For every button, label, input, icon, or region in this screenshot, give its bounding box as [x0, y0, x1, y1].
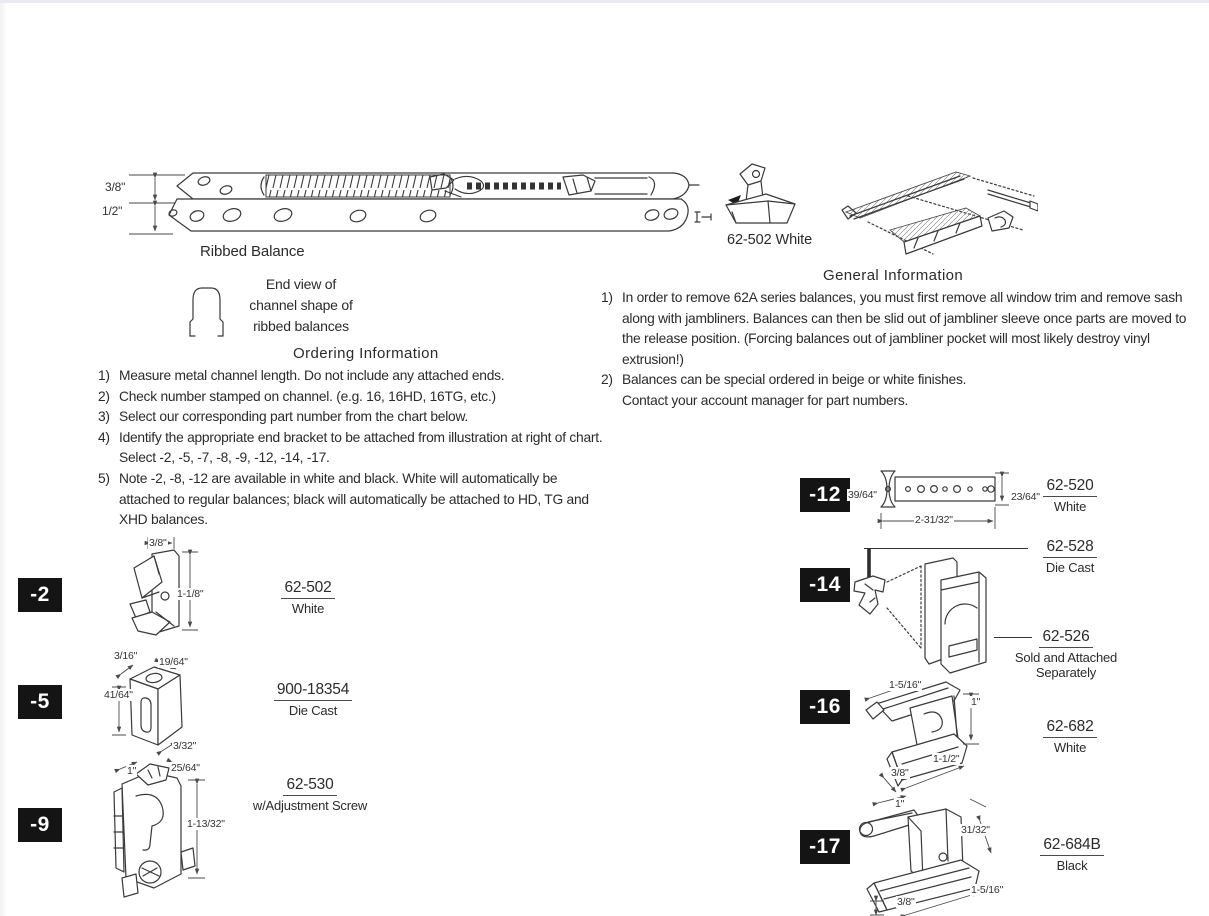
bracket-17-dim-b: 31/32" — [960, 824, 991, 836]
bracket-5-dim-d: 3/32" — [172, 740, 198, 752]
part-number: 900-18354 — [273, 681, 353, 701]
part-number: 62-684B — [1040, 836, 1104, 856]
ordering-item-text: Measure metal channel length. Do not inc… — [119, 368, 505, 383]
ordering-item: 4) Identify the appropriate end bracket … — [98, 428, 610, 469]
part-number: 62-502 — [281, 579, 335, 599]
ordering-item-text: Select our corresponding part number fro… — [119, 409, 469, 425]
bracket-2-dim-width: 3/8" — [148, 537, 168, 549]
part-label-62-682: 62-682 White — [1022, 718, 1118, 755]
bracket-12-drawing — [877, 470, 1009, 529]
bracket-9-dim-c: 1-13/32" — [186, 818, 226, 830]
bracket-12-dim-c: 2-31/32" — [914, 514, 954, 526]
part-label-62-528: 62-528 Die Cast — [1022, 538, 1118, 575]
bracket-17-dim-c: 1-5/16" — [970, 884, 1005, 896]
ordering-item-text: Identify the appropriate end bracket to … — [119, 429, 603, 466]
ordering-item: 5) Note -2, -8, -12 are available in whi… — [98, 469, 610, 531]
bracket-5-dim-b: 19/64" — [158, 656, 189, 668]
bracket-tag-5: -5 — [18, 685, 62, 719]
part-desc: Sold and Attached Separately — [1014, 650, 1118, 680]
bracket-16-drawing — [864, 679, 979, 793]
leader-line-62-528 — [864, 548, 1028, 549]
bracket-9-dim-a: 1" — [126, 765, 138, 777]
general-item-text: In order to remove 62A series balances, … — [622, 290, 1187, 367]
part-desc: Die Cast — [288, 703, 338, 718]
ordering-item-number: 3) — [98, 409, 110, 425]
bracket-tag-14: -14 — [800, 568, 850, 602]
ordering-item-number: 1) — [98, 368, 110, 383]
bracket-9-dim-b: 25/64" — [170, 762, 201, 774]
general-item-text: Balances can be special ordered in beige… — [622, 372, 967, 408]
general-heading: General Information — [823, 267, 964, 284]
end-view-note: End view of channel shape of ribbed bala… — [249, 276, 353, 334]
bracket-tag-12: -12 — [800, 478, 850, 512]
bracket-16-dim-a: 1-5/16" — [888, 679, 923, 691]
part-desc: Die Cast — [1045, 560, 1095, 575]
ordering-item-text: Check number stamped on channel. (e.g. 1… — [119, 388, 496, 404]
part-number: 62-526 — [1039, 628, 1093, 648]
bracket-17-dim-a: 1" — [894, 798, 906, 810]
bracket-tag-17: -17 — [800, 830, 850, 864]
bracket-16-dim-d: 3/8" — [890, 767, 910, 779]
bracket-tag-9: -9 — [18, 808, 62, 842]
bracket-16-dim-b: 1" — [970, 696, 982, 708]
general-item-number: 2) — [601, 372, 613, 388]
ordering-item-number: 2) — [98, 388, 110, 404]
ordering-item-text: Note -2, -8, -12 are available in white … — [119, 470, 589, 528]
part-number: 62-528 — [1043, 538, 1097, 558]
ordering-item-number: 4) — [98, 429, 110, 445]
bracket-12-dim-b: 23/64" — [1010, 491, 1041, 503]
bracket-tag-2: -2 — [18, 578, 62, 612]
ordering-item: 3) Select our corresponding part number … — [98, 407, 610, 428]
bracket-2-drawing — [129, 537, 198, 636]
bracket-9-drawing — [113, 757, 205, 898]
general-list: 1) In order to remove 62A series balance… — [601, 288, 1193, 412]
jambliner-assembly-drawing — [841, 171, 1038, 255]
ribbed-dim-bottom: 1/2" — [101, 204, 124, 218]
bracket-17-drawing — [858, 795, 992, 916]
part-desc: White — [1053, 740, 1087, 755]
part-number: 62-520 — [1043, 477, 1097, 497]
part-label-62-530: 62-530 w/Adjustment Screw — [248, 776, 372, 813]
corner-part-caption: 62-502 White — [727, 232, 813, 248]
bracket-5-drawing — [112, 657, 183, 756]
ordering-item: 2) Check number stamped on channel. (e.g… — [98, 387, 610, 408]
part-number: 62-530 — [283, 776, 337, 796]
general-item: 1) In order to remove 62A series balance… — [601, 288, 1193, 370]
part-desc: Black — [1056, 858, 1088, 873]
part-desc: White — [291, 601, 325, 616]
ordering-list: 1) Measure metal channel length. Do not … — [98, 366, 610, 531]
bracket-16-dim-c: 1-1/2" — [932, 753, 961, 765]
bracket-5-dim-c: 41/64" — [103, 689, 134, 701]
leader-line-62-526 — [994, 637, 1032, 638]
page-left-edge — [0, 3, 7, 916]
bracket-tag-16: -16 — [800, 690, 850, 724]
general-item: 2) Balances can be special ordered in be… — [601, 370, 1193, 411]
part-label-62-526: 62-526 Sold and Attached Separately — [1004, 628, 1128, 680]
ribbed-balance-caption: Ribbed Balance — [200, 243, 305, 260]
part-desc: w/Adjustment Screw — [252, 798, 368, 813]
page-top-edge — [0, 0, 1209, 3]
clip-mark-drawing — [694, 211, 712, 223]
bracket-17-dim-d: 3/8" — [896, 896, 916, 908]
bracket-12-dim-a: 39/64" — [847, 489, 878, 501]
part-label-900-18354: 900-18354 Die Cast — [258, 681, 368, 718]
part-label-62-520: 62-520 White — [1022, 477, 1118, 514]
part-label-62-502: 62-502 White — [262, 579, 354, 616]
corner-bracket-drawing — [725, 163, 796, 224]
ribbed-balance-drawing — [129, 172, 700, 235]
bracket-5-dim-a: 3/16" — [113, 650, 139, 662]
ordering-item-number: 5) — [98, 470, 110, 486]
part-number: 62-682 — [1043, 718, 1097, 738]
ordering-heading: Ordering Information — [293, 345, 439, 362]
bracket-2-dim-height: 1-1/8" — [176, 588, 205, 600]
end-view-drawing — [189, 287, 224, 337]
ordering-item: 1) Measure metal channel length. Do not … — [98, 366, 610, 387]
part-desc: White — [1053, 499, 1087, 514]
general-item-number: 1) — [601, 290, 613, 305]
ribbed-dim-top: 3/8" — [104, 180, 127, 194]
bracket-14-drawing — [853, 548, 987, 674]
part-label-62-684B: 62-684B Black — [1020, 836, 1124, 873]
